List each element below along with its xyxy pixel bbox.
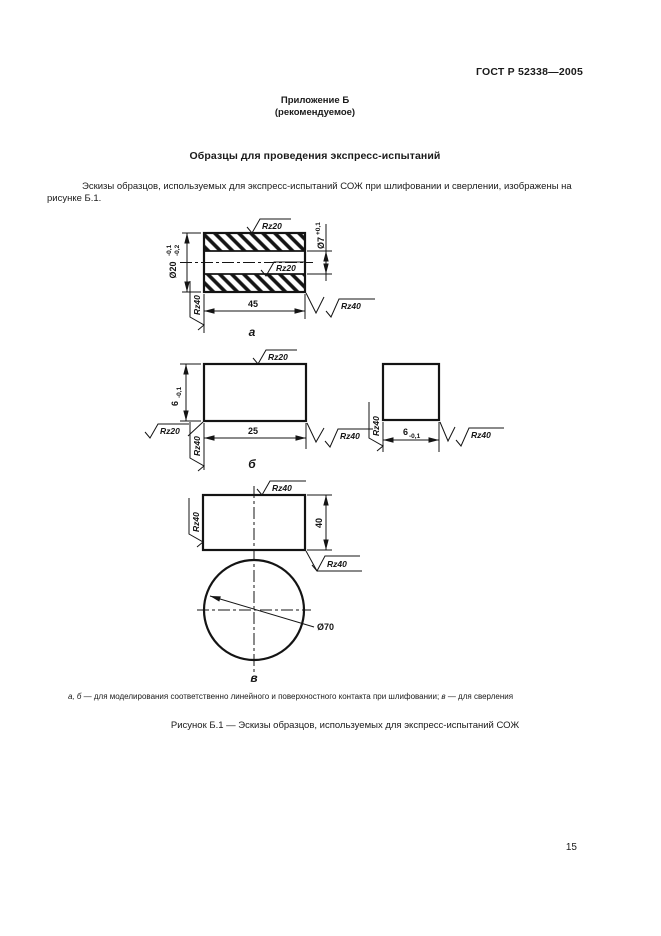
dim-text-dia: Ø70 [317, 622, 334, 632]
dim-text-length: 45 [248, 299, 258, 309]
roughness-left-end: Rz40 [189, 422, 205, 472]
appendix-subtitle: (рекомендуемое) [274, 107, 356, 118]
figure-b-label: б [248, 457, 256, 471]
footnote-label-v: в [441, 692, 446, 701]
plate-side-outline [381, 362, 441, 422]
plate-outline [202, 362, 308, 423]
roughness-icon [189, 422, 205, 472]
footnote-labels-ab: а, б [68, 692, 82, 701]
svg-text:Rz40: Rz40 [192, 295, 202, 315]
roughness-left: Rz40 [368, 402, 384, 452]
dim-text-length: 25 [248, 426, 258, 436]
roughness-icon [455, 427, 504, 447]
roughness-left-end: Rz40 [189, 281, 205, 331]
footnote-text-v: — для сверления [445, 692, 514, 701]
roughness-right-end-label: Rz40 [341, 301, 361, 311]
svg-text:Ø20: Ø20 [168, 261, 178, 278]
roughness-left: Rz40 [188, 498, 204, 548]
roughness-icon [325, 298, 375, 318]
surface-tick [439, 421, 456, 443]
dim-text-outer-dia: Ø20 -0,1 -0,2 [166, 244, 181, 278]
figure-footnote: а, б — для моделирования соответственно … [68, 692, 613, 702]
intro-paragraph: Эскизы образцов, используемых для экспре… [47, 181, 587, 204]
roughness-top-label: Rz20 [262, 221, 282, 231]
svg-text:Rz40: Rz40 [191, 512, 201, 532]
roughness-icon [324, 428, 373, 448]
dim-text-bore-dia: Ø7 +0,1 [315, 222, 326, 249]
roughness-icon [256, 480, 306, 496]
svg-text:40: 40 [314, 518, 324, 528]
roughness-right-label: Rz40 [471, 430, 491, 440]
disc-top-outline [202, 558, 306, 662]
roughness-leader [305, 550, 318, 572]
figure-caption: Рисунок Б.1 — Эскизы образцов, используе… [170, 720, 520, 731]
svg-text:6: 6 [170, 401, 180, 406]
figure-a: Ø20 -0,1 -0,2 Ø7 +0,1 45 Rz20 Rz20 [166, 218, 375, 339]
dim-text-width: 6 [403, 427, 408, 437]
roughness-icon [260, 261, 305, 277]
dim-text-width-tol: -0,1 [409, 433, 421, 440]
section-title: Образцы для проведения экспресс-испытани… [189, 150, 441, 162]
surface-tick [305, 292, 325, 315]
dim-text-height: 6 -0,1 [170, 386, 183, 406]
hatch-band-top [204, 233, 305, 251]
roughness-bore-label: Rz20 [276, 263, 296, 273]
svg-text:Ø7: Ø7 [316, 237, 326, 249]
roughness-icon [246, 218, 291, 234]
figure-a-label: а [249, 325, 256, 339]
svg-text:-0,1: -0,1 [166, 244, 173, 256]
roughness-icon [144, 423, 189, 439]
intro-line-1: Эскизы образцов, используемых для экспре… [82, 181, 572, 192]
doc-number: ГОСТ Р 52338—2005 [475, 66, 583, 78]
roughness-icon [368, 402, 384, 452]
roughness-side-label: Rz20 [160, 426, 180, 436]
svg-text:-0,1: -0,1 [176, 386, 183, 398]
roughness-icon [189, 281, 205, 331]
svg-text:Rz40: Rz40 [371, 416, 381, 436]
roughness-top-label: Rz40 [272, 483, 292, 493]
figure-v: 40 Ø70 Rz40 Rz40 Rz40 в [188, 480, 362, 685]
svg-text:Rz40: Rz40 [192, 436, 202, 456]
intro-line-2: рисунке Б.1. [47, 192, 102, 204]
figure-b-side: 6 -0,1 Rz40 Rz40 [368, 362, 504, 452]
roughness-icon [252, 349, 297, 365]
roughness-icon [188, 498, 204, 548]
figure-b-front: 6 -0,1 25 Rz20 Rz20 Rz40 Rz40 б [144, 349, 373, 472]
appendix-title: Приложение Б [280, 95, 350, 106]
roughness-icon [311, 555, 360, 572]
footnote-text-ab: — для моделирования соответственно линей… [81, 692, 442, 701]
roughness-top-label: Rz20 [268, 352, 288, 362]
roughness-bottom-label: Rz40 [327, 559, 347, 569]
surface-tick [306, 422, 325, 444]
hatch-band-bottom [204, 274, 305, 292]
svg-text:-0,2: -0,2 [174, 244, 181, 256]
figure-v-label: в [250, 671, 257, 685]
dim-line-dia [209, 595, 315, 628]
page-number: 15 [565, 842, 577, 853]
dim-text-height: 40 [314, 518, 324, 528]
roughness-right-end-label: Rz40 [340, 431, 360, 441]
svg-text:+0,1: +0,1 [315, 222, 322, 235]
